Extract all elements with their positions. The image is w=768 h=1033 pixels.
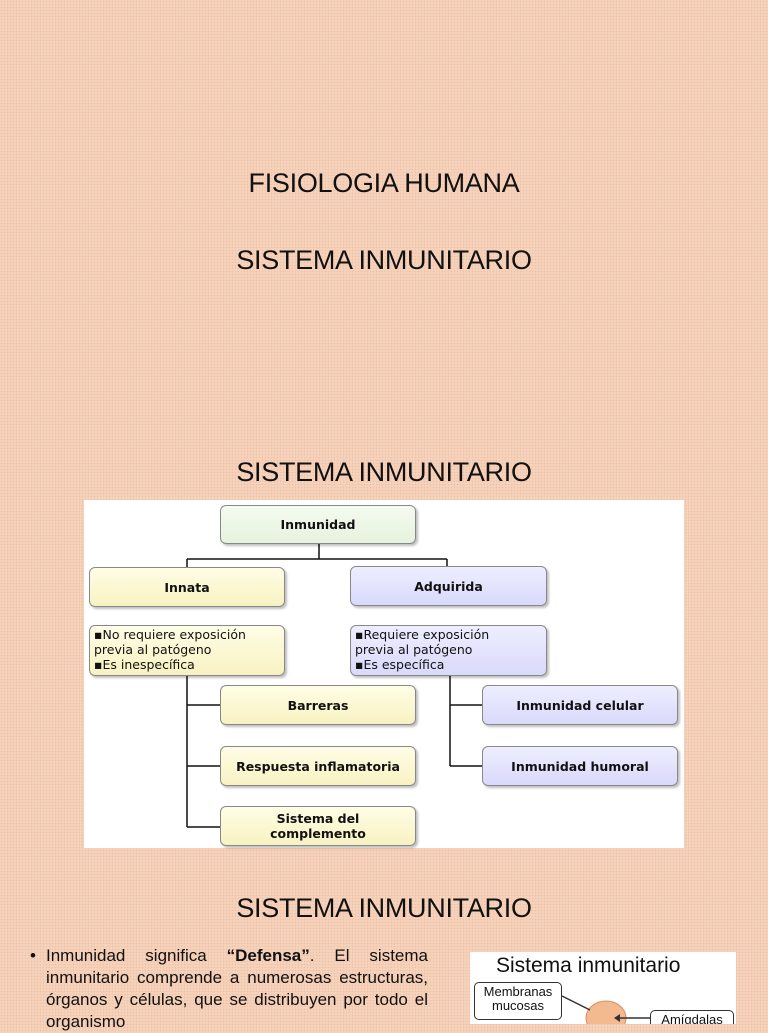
mini-label-amigdalas: Amígdalas	[650, 1010, 734, 1024]
innate-child-barreras: Barreras	[220, 685, 416, 725]
bullet-dot: •	[30, 946, 36, 965]
slide-title-line2: SISTEMA INMUNITARIO	[236, 245, 532, 275]
innate-note-line: previa al patógeno	[94, 641, 212, 657]
acquired-label: Adquirida	[414, 578, 483, 594]
innate-note-box: ▪No requiere exposición previa al patóge…	[89, 625, 285, 676]
diagram-connectors	[186, 544, 482, 828]
mini-label-amigdalas-text: Amígdalas	[661, 1012, 723, 1024]
mini-label-membranas-text: Membranas mucosas	[483, 984, 553, 1014]
innate-note-line: ▪Es inespecífica	[94, 656, 195, 672]
innate-label: Innata	[164, 579, 210, 595]
acquired-note-line: ▪Es específica	[355, 656, 445, 672]
acquired-note-box: ▪Requiere exposición previa al patógeno …	[350, 625, 547, 676]
innate-child-label: Respuesta inflamatoria	[236, 758, 400, 774]
slide3-title: SISTEMA INMUNITARIO	[236, 893, 532, 923]
acquired-child-celular: Inmunidad celular	[482, 685, 678, 725]
mini-label-membranas: Membranas mucosas	[474, 982, 562, 1020]
root-box-inmunidad: Inmunidad	[220, 505, 416, 544]
bullet-text: Inmunidad significa “Defensa”. El sistem…	[46, 945, 428, 1033]
mini-diagram-figure	[561, 995, 650, 1024]
immunity-diagram: Inmunidad Innata Adquirida ▪No requiere …	[84, 500, 684, 848]
acquired-child-label: Inmunidad celular	[516, 697, 644, 713]
acquired-child-humoral: Inmunidad humoral	[482, 746, 678, 786]
innate-note-line: ▪No requiere exposición	[94, 627, 246, 642]
mini-diagram-title: Sistema inmunitario	[496, 954, 681, 977]
bullet-text-bold: “Defensa”	[226, 946, 310, 965]
root-label: Inmunidad	[280, 517, 356, 532]
acquired-note-line: previa al patógeno	[355, 641, 473, 657]
innate-child-label: Barreras	[287, 697, 349, 713]
slide-title-line1: FISIOLOGIA HUMANA	[248, 168, 520, 198]
innate-child-complemento: Sistema del complemento	[220, 806, 416, 846]
slide2-title: SISTEMA INMUNITARIO	[236, 457, 532, 487]
innate-box: Innata	[89, 567, 285, 607]
acquired-box: Adquirida	[350, 566, 547, 606]
bullet-text-pre: Inmunidad significa	[46, 946, 227, 965]
mini-diagram: Sistema inmunitario Membranas mucosas Am…	[470, 952, 736, 1024]
innate-child-respuesta: Respuesta inflamatoria	[220, 746, 416, 786]
acquired-child-label: Inmunidad humoral	[511, 758, 649, 774]
innate-child-label: Sistema del complemento	[270, 811, 366, 841]
bullet-paragraph: • Inmunidad significa “Defensa”. El sist…	[30, 945, 428, 1033]
acquired-note-line: ▪Requiere exposición	[355, 627, 490, 642]
